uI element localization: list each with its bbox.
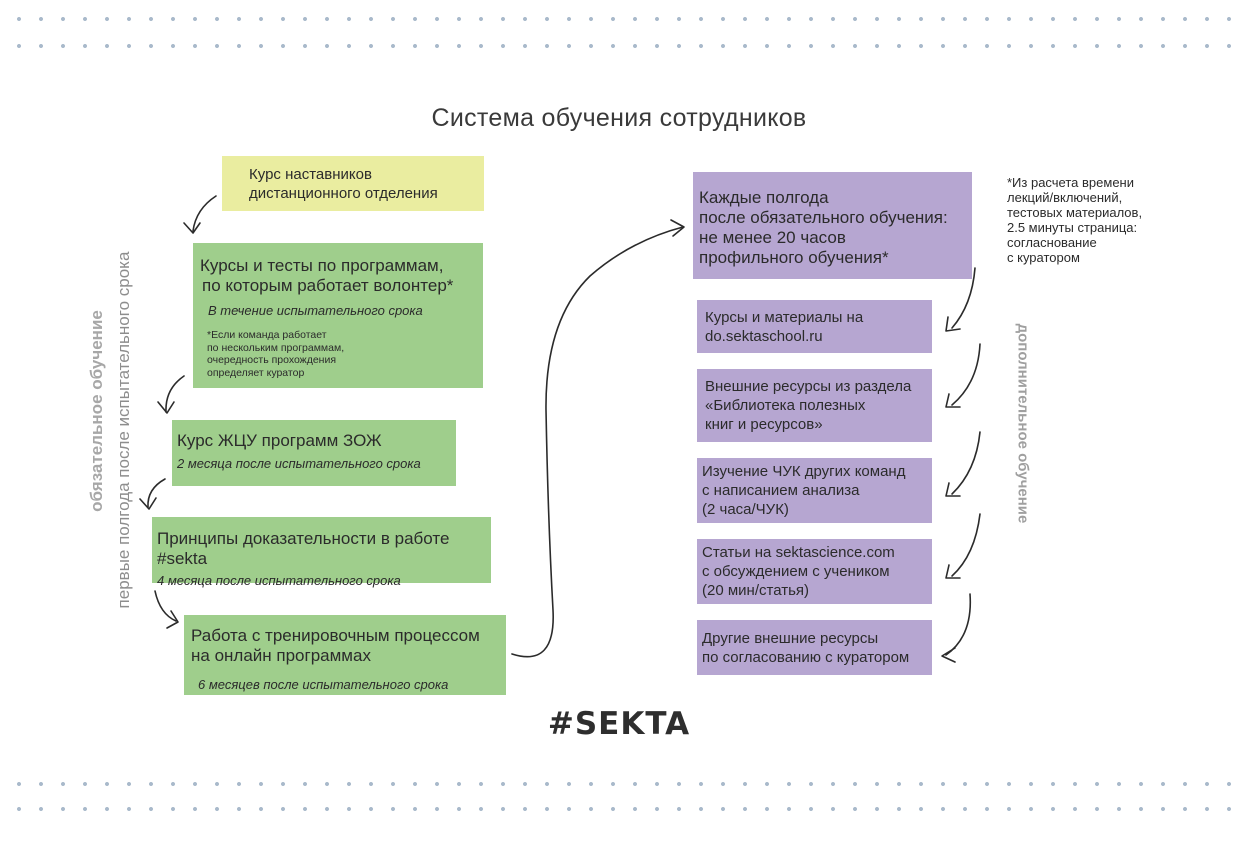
arrow-training-to-every-half [511, 226, 684, 658]
box-articles-line2: с обсуждением с учеником [702, 563, 890, 580]
box-courses-note1: *Если команда работает [207, 329, 327, 341]
box-principles: Принципы доказательности в работе #sekta… [152, 517, 491, 588]
arrow-mentors-to-courses [192, 195, 217, 232]
arrow-to-chuk [951, 431, 981, 495]
box-other-line2: по согласованию с куратором [702, 649, 910, 666]
page-title: Система обучения сотрудников [431, 104, 807, 132]
box-articles-line1: Статьи на sektascience.com [702, 544, 895, 561]
box-do-sektaschool: Курсы и материалы на do.sektaschool.ru [697, 300, 932, 353]
box-chuk-study: Изучение ЧУК других команд с написанием … [697, 458, 932, 523]
arrow-to-articles-head [945, 564, 961, 579]
dotted-border-top-2 [0, 43, 1238, 49]
box-do-line2: do.sektaschool.ru [705, 328, 823, 345]
box-external-library: Внешние ресурсы из раздела «Библиотека п… [697, 369, 932, 442]
footnote-line1: *Из расчета времени [1007, 175, 1134, 190]
box-every-line1: Каждые полгода [699, 188, 829, 207]
box-mentors-course: Курс наставников дистанционного отделени… [222, 156, 484, 211]
box-mentors-line1: Курс наставников [249, 166, 372, 183]
box-articles: Статьи на sektascience.com с обсуждением… [697, 539, 932, 604]
arrow-courses-to-zhcu-head [157, 401, 175, 414]
box-chuk-line2: с написанием анализа [702, 482, 860, 499]
arrow-to-external-head [945, 393, 961, 408]
arrow-principles-to-training [154, 590, 177, 622]
box-zhcu-period: 2 месяца после испытательного срока [177, 456, 421, 471]
arrow-mentors-to-courses-head [183, 222, 201, 234]
box-principles-line1: Принципы доказательности в работе #sekta [157, 529, 450, 568]
box-programs-courses: Курсы и тесты по программам, по которым … [193, 243, 483, 388]
box-training-line1: Работа с тренировочным процессом [191, 626, 480, 645]
box-mentors-line2: дистанционного отделения [249, 185, 438, 202]
box-zhcu-line1: Курс ЖЦУ программ ЗОЖ [177, 431, 382, 450]
arrow-principles-to-training-head [166, 610, 179, 629]
footnote-line3: тестовых материалов, [1007, 205, 1143, 220]
box-every-line2: после обязательного обучения: [699, 208, 948, 227]
box-every-line3: не менее 20 часов [699, 228, 846, 247]
sekta-logo: #SEKTA [547, 706, 691, 742]
arrow-training-to-every-half-head [670, 219, 685, 237]
box-courses-note2: по нескольким программам, [207, 341, 345, 354]
box-zhcu-course: Курс ЖЦУ программ ЗОЖ 2 месяца после исп… [172, 420, 456, 486]
box-external-line3: книг и ресурсов» [705, 416, 823, 433]
box-every-line4: профильного обучения* [699, 248, 889, 267]
box-courses-period: В течение испытательного срока [208, 303, 423, 318]
arrow-zhcu-to-principles-head [139, 497, 157, 510]
box-courses-line1: Курсы и тесты по программам, [200, 256, 444, 275]
box-training-process: Работа с тренировочным процессом на онла… [184, 615, 506, 695]
arrow-zhcu-to-principles [147, 478, 166, 508]
box-every-half-year: Каждые полгода после обязательного обуче… [693, 172, 972, 279]
arrow-to-other [945, 593, 972, 656]
box-chuk-line3: (2 часа/ЧУК) [702, 501, 789, 518]
arrow-to-articles [951, 513, 981, 577]
dotted-border-top-1 [0, 16, 1238, 22]
arrow-to-other-head [941, 647, 956, 663]
arrow-to-chuk-head [945, 482, 961, 497]
box-do-line1: Курсы и материалы на [705, 309, 864, 326]
box-training-line2: на онлайн программах [191, 646, 371, 665]
footnote-line5: согласнование [1007, 235, 1097, 250]
footnote: *Из расчета времени лекций/включений, те… [1007, 175, 1142, 265]
arrow-to-do-courses [951, 267, 976, 329]
arrow-to-do-courses-head [945, 316, 961, 332]
box-courses-note4: определяет куратор [207, 366, 305, 379]
box-courses-note3: очередность прохождения [207, 354, 337, 366]
box-articles-line3: (20 мин/статья) [702, 582, 810, 599]
footnote-line6: с куратором [1007, 250, 1080, 265]
footnote-line2: лекций/включений, [1007, 190, 1123, 205]
arrow-to-external [951, 343, 981, 406]
box-training-period: 6 месяцев после испытательного срока [198, 677, 449, 692]
box-principles-period: 4 месяца после испытательного срока [157, 573, 401, 588]
dotted-border-bottom-2 [0, 806, 1238, 812]
box-courses-line2: по которым работает волонтер* [202, 276, 454, 295]
box-external-line2: «Библиотека полезных [705, 397, 866, 414]
box-chuk-line1: Изучение ЧУК других команд [702, 463, 906, 480]
box-external-line1: Внешние ресурсы из раздела [705, 378, 912, 395]
footnote-line4: 2.5 минуты страница: [1007, 220, 1138, 235]
dotted-border-bottom-1 [0, 781, 1238, 787]
box-other-resources: Другие внешние ресурсы по согласованию с… [697, 620, 932, 675]
box-other-line1: Другие внешние ресурсы [702, 630, 879, 647]
arrow-courses-to-zhcu [165, 375, 185, 413]
